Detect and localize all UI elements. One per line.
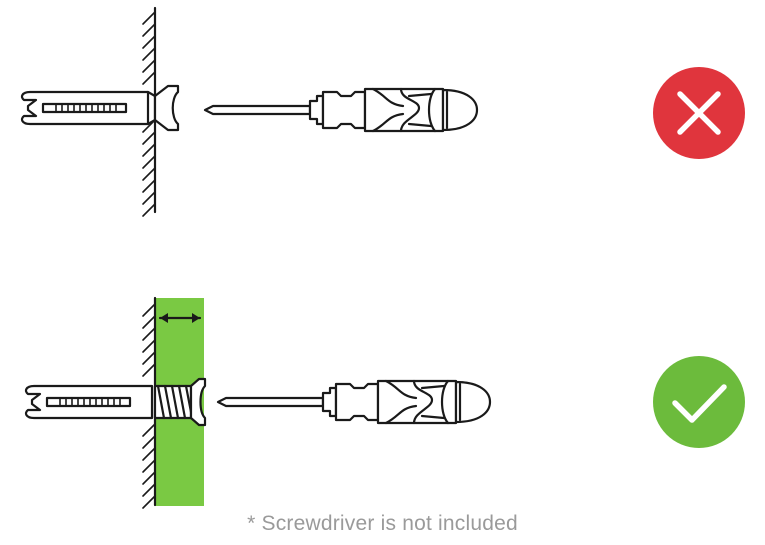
wrong-installation (20, 6, 745, 217)
screwdriver-bottom (216, 379, 492, 425)
screw-thread-bottom (153, 384, 193, 420)
screw-head-top (153, 84, 180, 132)
wall-anchor-top (20, 90, 150, 126)
correct-installation (24, 296, 745, 509)
screw-head-bottom (189, 377, 207, 427)
cross-icon (653, 67, 745, 159)
thickness-dimension-arrow (158, 313, 202, 323)
footnote: * Screwdriver is not included (247, 512, 518, 535)
screwdriver-top (203, 87, 479, 133)
check-icon (653, 356, 745, 448)
wall-anchor-bottom (24, 384, 154, 420)
